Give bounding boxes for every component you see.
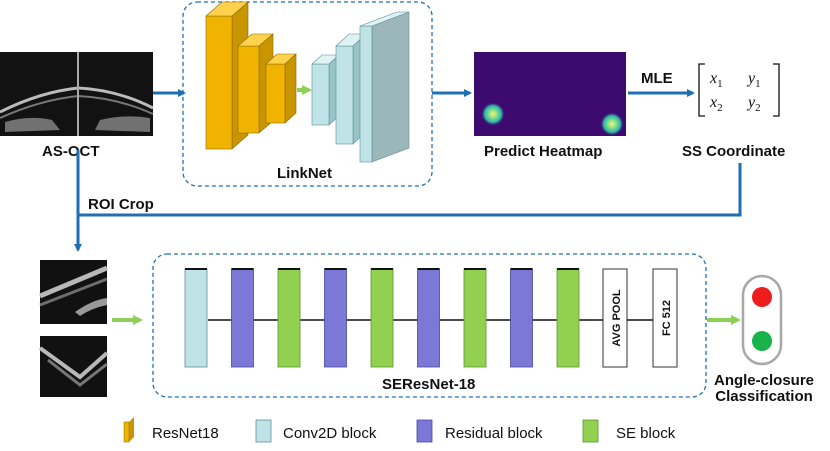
as-oct-image xyxy=(0,52,154,136)
seresnet-block-se xyxy=(277,268,301,368)
legend-label-resnet18: ResNet18 xyxy=(152,425,219,442)
as-oct-label: AS-OCT xyxy=(42,143,100,160)
decoder-block-1 xyxy=(311,54,340,126)
roi-crop-label: ROI Crop xyxy=(88,196,154,213)
matrix-y2: y2 xyxy=(746,94,761,114)
matrix-x1: x1 xyxy=(709,70,723,90)
coordinate-matrix: x1 y1 x2 y2 xyxy=(698,63,780,117)
seresnet-block-conv2d xyxy=(184,268,208,368)
seresnet-block-se xyxy=(463,268,487,368)
seresnet-label: SEResNet-18 xyxy=(382,376,475,393)
mle-label: MLE xyxy=(641,70,673,87)
output-label-line2: Classification xyxy=(715,388,813,405)
legend: ResNet18 Conv2D block Residual block SE … xyxy=(123,417,676,443)
output-label-line1: Angle-closure xyxy=(714,372,814,389)
heatmap-label: Predict Heatmap xyxy=(484,143,602,160)
legend-item-residual: Residual block xyxy=(416,419,543,443)
predict-heatmap-image xyxy=(474,52,626,136)
coordinate-label: SS Coordinate xyxy=(682,143,785,160)
decoder-block-3 xyxy=(359,11,410,163)
seresnet-block-se xyxy=(556,268,580,368)
seresnet-blocks xyxy=(184,268,580,368)
traffic-light-icon xyxy=(741,274,783,366)
avg-pool-label: AVG POOL xyxy=(611,289,623,347)
encoder-block-3 xyxy=(265,53,297,124)
legend-item-se: SE block xyxy=(582,419,676,443)
red-light-icon xyxy=(752,287,772,307)
roi-feedback-line xyxy=(78,163,742,217)
seresnet-block-residual xyxy=(417,268,440,368)
roi-crop-image-2 xyxy=(38,336,109,397)
legend-item-resnet18: ResNet18 xyxy=(123,417,219,443)
linknet-decoder xyxy=(311,11,410,163)
seresnet-block-residual xyxy=(231,268,254,368)
matrix-y1: y1 xyxy=(746,70,761,90)
avg-pool-layer: AVG POOL xyxy=(602,268,628,368)
resnet18-encoder xyxy=(205,1,297,150)
seresnet-block-se xyxy=(370,268,394,368)
legend-label-residual: Residual block xyxy=(445,425,543,442)
linknet-label: LinkNet xyxy=(277,165,332,182)
legend-label-se: SE block xyxy=(616,425,676,442)
seresnet-block-residual xyxy=(510,268,533,368)
roi-crop-image-1 xyxy=(39,260,108,324)
matrix-x2: x2 xyxy=(709,94,723,114)
fc-label: FC 512 xyxy=(661,300,673,336)
fc-layer: FC 512 xyxy=(652,268,678,368)
legend-label-conv2d: Conv2D block xyxy=(283,425,377,442)
legend-item-conv2d: Conv2D block xyxy=(255,419,377,443)
seresnet-box xyxy=(152,253,707,398)
seresnet-block-residual xyxy=(324,268,347,368)
green-light-icon xyxy=(752,331,772,351)
